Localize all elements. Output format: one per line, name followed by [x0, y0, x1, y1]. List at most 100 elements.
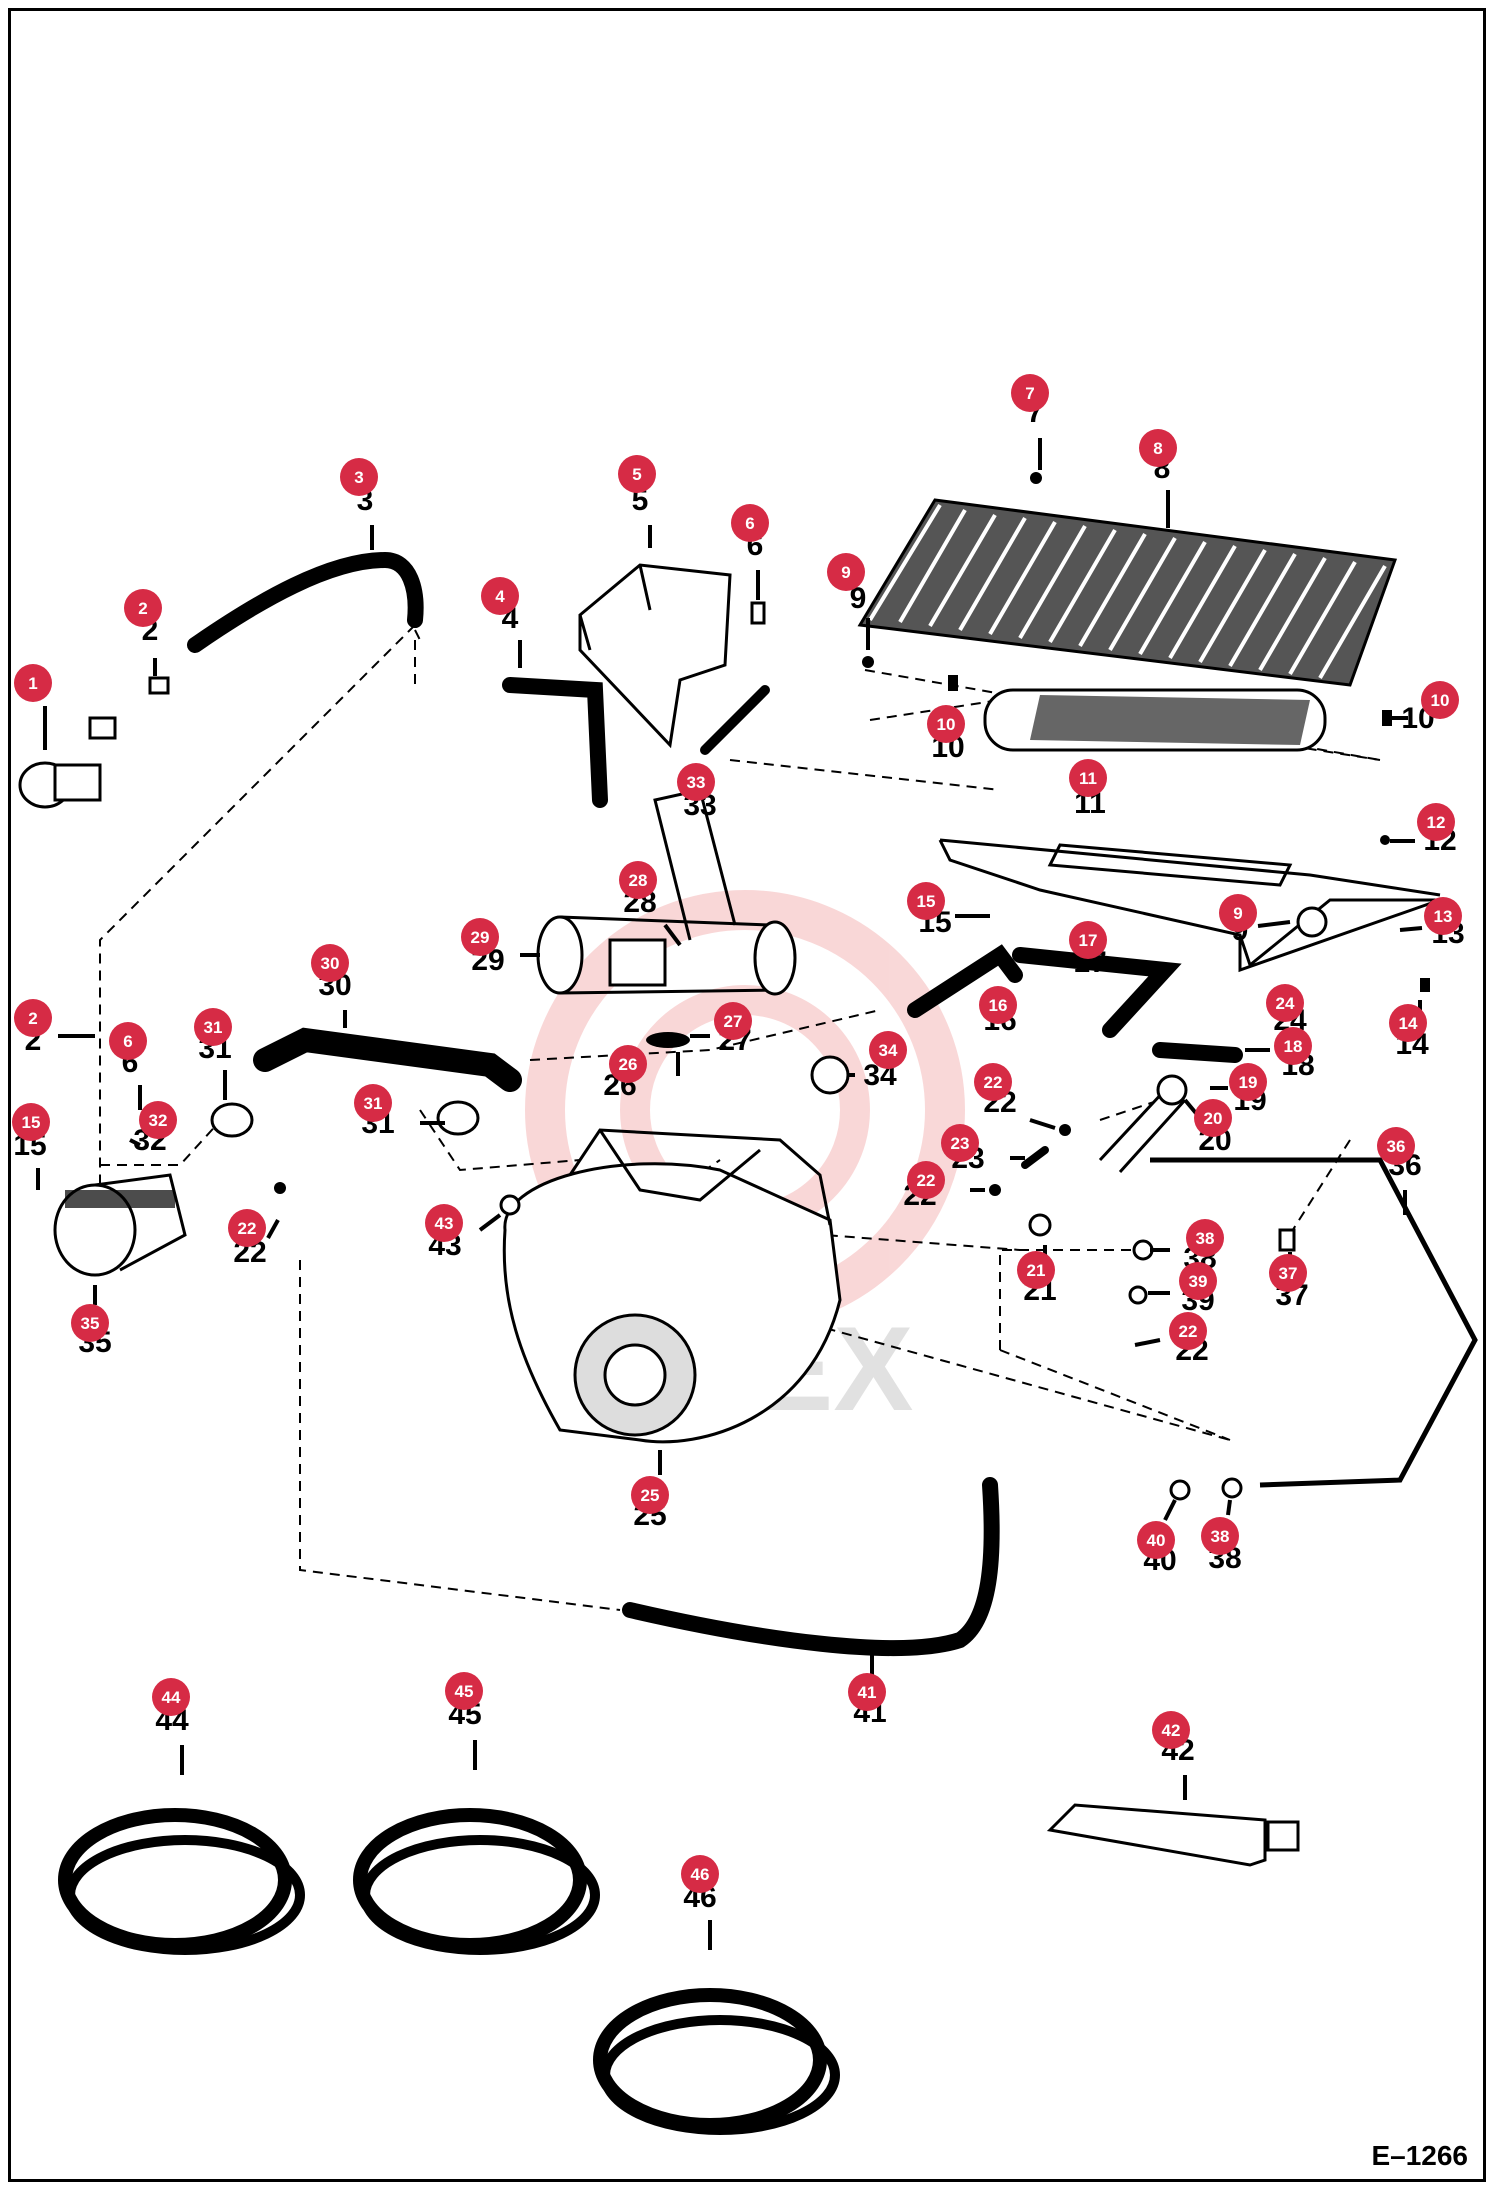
callout-badge[interactable] — [974, 1063, 1012, 1101]
callout-badge-number: 23 — [951, 1134, 970, 1153]
callout-badge[interactable] — [731, 504, 769, 542]
callout-badge[interactable] — [1137, 1521, 1175, 1559]
callout-badge-number: 40 — [1147, 1531, 1166, 1550]
callout-badge[interactable] — [1017, 1251, 1055, 1289]
callout-badge[interactable] — [12, 1103, 50, 1141]
callout-badge[interactable] — [71, 1304, 109, 1342]
callout-badge-number: 10 — [1431, 691, 1450, 710]
callout-badge-number: 33 — [687, 773, 706, 792]
callout-badge-number: 15 — [917, 892, 936, 911]
callout-badge[interactable] — [1389, 1004, 1427, 1042]
callout-badge[interactable] — [425, 1204, 463, 1242]
callout-badge[interactable] — [907, 1161, 945, 1199]
callout-badge[interactable] — [1186, 1219, 1224, 1257]
callout-badge[interactable] — [194, 1008, 232, 1046]
callout-badge-number: 43 — [435, 1214, 454, 1233]
callout-badge[interactable] — [109, 1022, 147, 1060]
callout-badge[interactable] — [979, 986, 1017, 1024]
callout-badge[interactable] — [1194, 1099, 1232, 1137]
callout-badge[interactable] — [1139, 429, 1177, 467]
callout-leader — [1257, 920, 1291, 928]
callout-badge[interactable] — [1219, 894, 1257, 932]
callout-badge-number: 39 — [1189, 1272, 1208, 1291]
callout-badge-number: 22 — [238, 1219, 257, 1238]
callout-badge-number: 30 — [321, 954, 340, 973]
callout-badge-number: 8 — [1153, 439, 1162, 458]
callout-badge-number: 38 — [1196, 1229, 1215, 1248]
callout-badge[interactable] — [927, 705, 965, 743]
callout-badge[interactable] — [1421, 681, 1459, 719]
callout-badge[interactable] — [869, 1031, 907, 1069]
callout-badge[interactable] — [340, 458, 378, 496]
callout-badge[interactable] — [677, 763, 715, 801]
callout-badge[interactable] — [1274, 1027, 1312, 1065]
callout-badge-number: 42 — [1162, 1721, 1181, 1740]
callout-badge[interactable] — [124, 589, 162, 627]
callout-badge[interactable] — [14, 999, 52, 1037]
callout-badge[interactable] — [619, 861, 657, 899]
callout-badge-number: 3 — [354, 468, 363, 487]
callout-badge[interactable] — [1269, 1254, 1307, 1292]
callout-2: 22 — [124, 589, 162, 676]
callout-badge[interactable] — [139, 1101, 177, 1139]
callout-badge[interactable] — [1417, 803, 1455, 841]
callout-badge[interactable] — [481, 577, 519, 615]
callout-badge[interactable] — [14, 664, 52, 702]
callout-badge[interactable] — [681, 1855, 719, 1893]
callout-badge[interactable] — [1069, 759, 1107, 797]
callout-badge[interactable] — [941, 1124, 979, 1162]
callout-badge-number: 32 — [149, 1111, 168, 1130]
callout-badge-number: 6 — [123, 1032, 132, 1051]
callout-leader — [1029, 1118, 1056, 1130]
callout-badge[interactable] — [461, 918, 499, 956]
callout-badge[interactable] — [1229, 1063, 1267, 1101]
drawing-number: E–1266 — [1371, 2140, 1468, 2171]
callout-leader — [1399, 926, 1423, 932]
callout-9: 99 — [1219, 894, 1291, 947]
callout-badge[interactable] — [152, 1678, 190, 1716]
callout-badge-number: 22 — [984, 1073, 1003, 1092]
callout-badge[interactable] — [311, 944, 349, 982]
callout-badge[interactable] — [354, 1084, 392, 1122]
callout-badge[interactable] — [445, 1672, 483, 1710]
callout-badge-number: 15 — [22, 1113, 41, 1132]
callout-badge-number: 22 — [1179, 1322, 1198, 1341]
callout-badge[interactable] — [1424, 897, 1462, 935]
callout-badge[interactable] — [631, 1476, 669, 1514]
callout-badge[interactable] — [609, 1045, 647, 1083]
callout-leader — [1226, 1499, 1232, 1516]
callout-badge[interactable] — [1169, 1312, 1207, 1350]
callout-badge[interactable] — [714, 1002, 752, 1040]
callout-badge[interactable] — [1266, 984, 1304, 1022]
callout-badge[interactable] — [907, 882, 945, 920]
callout-badge[interactable] — [1377, 1127, 1415, 1165]
callout-badge-number: 17 — [1079, 931, 1098, 950]
callout-badge-number: 16 — [989, 996, 1008, 1015]
callout-leader — [129, 1138, 141, 1147]
callout-badge[interactable] — [618, 455, 656, 493]
callout-badge[interactable] — [827, 553, 865, 591]
callout-badge[interactable] — [1201, 1517, 1239, 1555]
callout-badge[interactable] — [1179, 1262, 1217, 1300]
callout-badge[interactable] — [228, 1209, 266, 1247]
callout-badge-number: 25 — [641, 1486, 660, 1505]
callout-badge[interactable] — [1011, 374, 1049, 412]
callout-leader — [478, 1213, 502, 1232]
callout-badge[interactable] — [1069, 921, 1107, 959]
callout-badge[interactable] — [848, 1673, 886, 1711]
callout-badge[interactable] — [1152, 1711, 1190, 1749]
callout-badge-number: 26 — [619, 1055, 638, 1074]
